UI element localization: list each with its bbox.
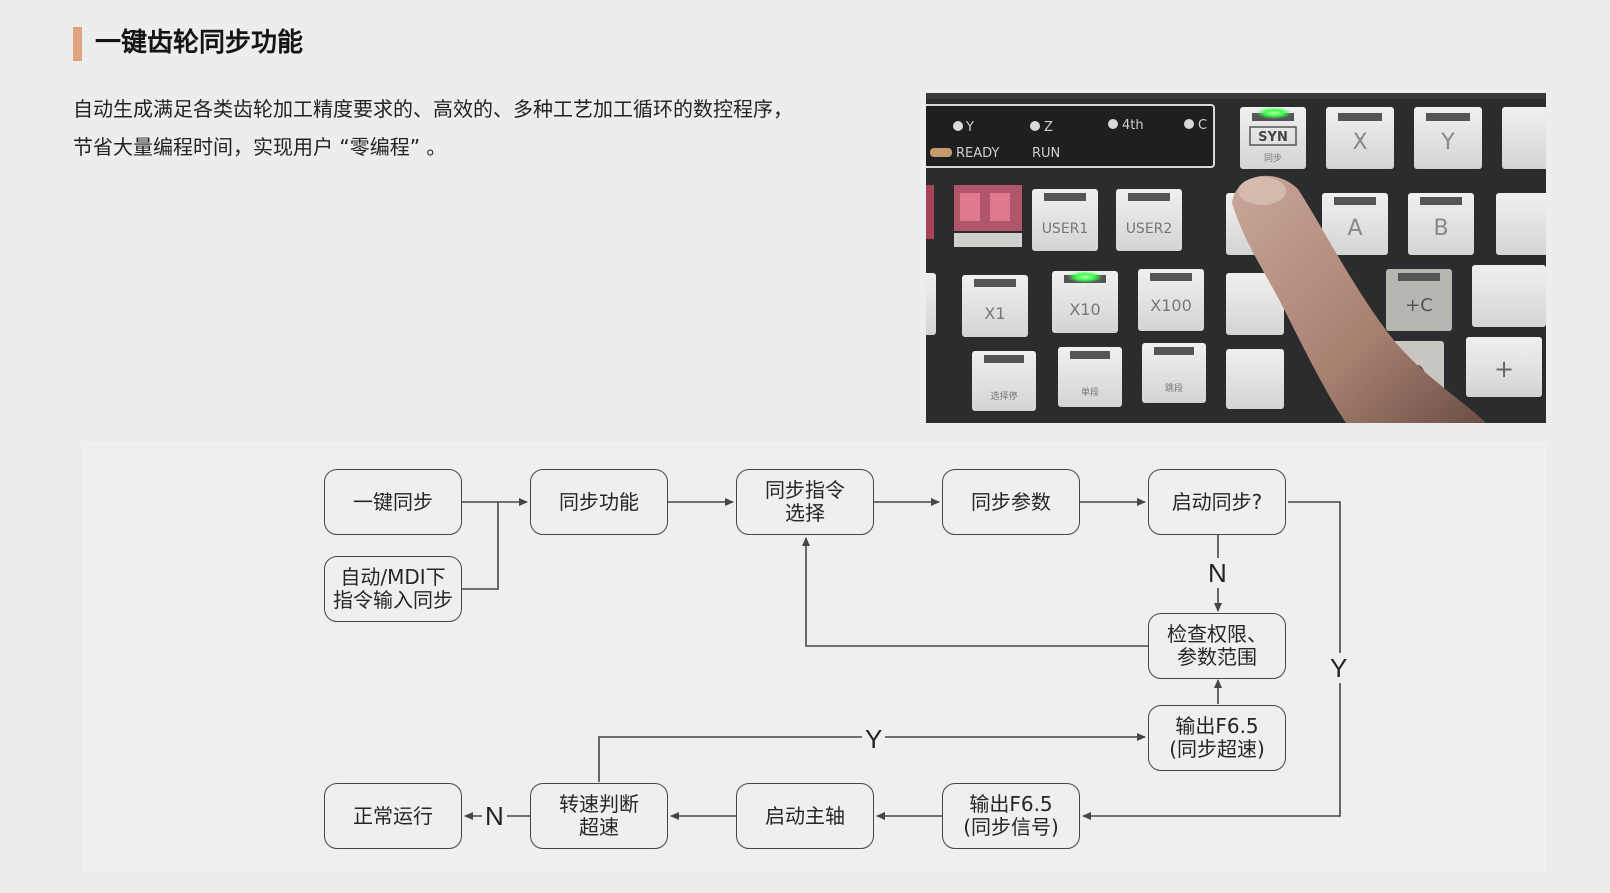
page-title: 一键齿轮同步功能 (95, 28, 304, 58)
svg-text:B: B (1433, 216, 1448, 241)
axis-icon (1108, 119, 1118, 129)
label-overspeed-yes: Y (862, 724, 886, 754)
status-ready: READY (956, 146, 999, 161)
node-speed-check: 转速判断 超速 (530, 783, 668, 849)
plus-c-key: +C (1386, 269, 1452, 331)
axis-icon (1184, 119, 1194, 129)
node-output-sync-signal: 输出F6.5 (同步信号) (942, 783, 1080, 849)
svg-text:USER1: USER1 (1042, 221, 1089, 237)
description: 自动生成满足各类齿轮加工精度要求的、高效的、多种工艺加工循环的数控程序， 节省大… (73, 90, 793, 166)
svg-text:+: + (1494, 355, 1514, 383)
a-key: A (1322, 193, 1388, 255)
finger (1232, 175, 1486, 423)
svg-text:单段: 单段 (1081, 386, 1099, 398)
label-start-sync-yes: Y (1327, 653, 1351, 683)
description-line-1: 自动生成满足各类齿轮加工精度要求的、高效的、多种工艺加工循环的数控程序， (73, 97, 793, 121)
x100-key: X100 (1138, 269, 1204, 331)
user2-key: USER2 (1116, 189, 1182, 251)
node-sync-command-select: 同步指令 选择 (736, 469, 874, 535)
node-sync-function: 同步功能 (530, 469, 668, 535)
node-start-spindle: 启动主轴 (736, 783, 874, 849)
svg-text:选择停: 选择停 (990, 390, 1017, 402)
description-line-2: 节省大量编程时间，实现用户 “零编程” 。 (73, 135, 447, 159)
skip-block-key: 跳段 (1142, 343, 1206, 403)
label-overspeed-no: N (482, 801, 507, 831)
tool-number-display: X1 (926, 185, 1022, 247)
node-normal-run: 正常运行 (324, 783, 462, 849)
x10-led (1067, 271, 1103, 283)
svg-text:跳段: 跳段 (1165, 382, 1183, 394)
node-sync-params: 同步参数 (942, 469, 1080, 535)
y-key: Y (1414, 107, 1482, 169)
svg-text:SYN: SYN (1258, 130, 1288, 145)
node-one-key-sync: 一键同步 (324, 469, 462, 535)
x-key: X (1326, 107, 1394, 169)
axis-icon (953, 121, 963, 131)
syn-led (1256, 107, 1292, 119)
title-accent-bar (73, 27, 82, 61)
node-start-sync: 启动同步? (1148, 469, 1286, 535)
status-label-y: Y (965, 120, 974, 135)
edge-mdi-join (462, 502, 499, 590)
axis-icon (1030, 121, 1040, 131)
svg-text:X: X (1352, 130, 1367, 155)
single-block-key: 单段 (1058, 347, 1122, 407)
x10-key: X10 (1052, 271, 1118, 333)
node-check-limits: 检查权限、 参数范围 (1148, 613, 1286, 679)
opt-stop-key: 选择停 (972, 351, 1036, 411)
syn-key: SYN 同步 (1240, 107, 1306, 169)
node-output-overspeed: 输出F6.5 (同步超速) (1148, 705, 1286, 771)
svg-text:A: A (1347, 216, 1362, 241)
svg-text:USER2: USER2 (1126, 221, 1173, 237)
x1-key: X1 (962, 275, 1028, 337)
plus-key: + (1466, 337, 1542, 397)
status-display: Y Z 4th C READY RUN (926, 104, 1215, 168)
edge-check-to-select (802, 537, 1148, 647)
status-label-z: Z (1044, 120, 1053, 135)
svg-text:Y: Y (1440, 130, 1455, 155)
status-label-4th: 4th (1122, 118, 1144, 133)
node-auto-mdi-sync: 自动/MDI下 指令输入同步 (324, 556, 462, 622)
b-key: B (1408, 193, 1474, 255)
svg-text:X100: X100 (1150, 296, 1192, 315)
control-panel-photo: Y Z 4th C READY RUN X1 (926, 93, 1546, 423)
svg-text:+C: +C (1405, 295, 1433, 316)
status-label-c: C (1198, 118, 1207, 133)
user1-key: USER1 (1032, 189, 1098, 251)
edge-speedcheck-yes-to-overspeed (598, 733, 1146, 782)
svg-text:X1: X1 (984, 304, 1005, 323)
status-run: RUN (1032, 146, 1060, 161)
svg-text:X10: X10 (1069, 300, 1100, 319)
svg-text:同步: 同步 (1264, 153, 1282, 164)
label-start-sync-no: N (1205, 558, 1230, 588)
